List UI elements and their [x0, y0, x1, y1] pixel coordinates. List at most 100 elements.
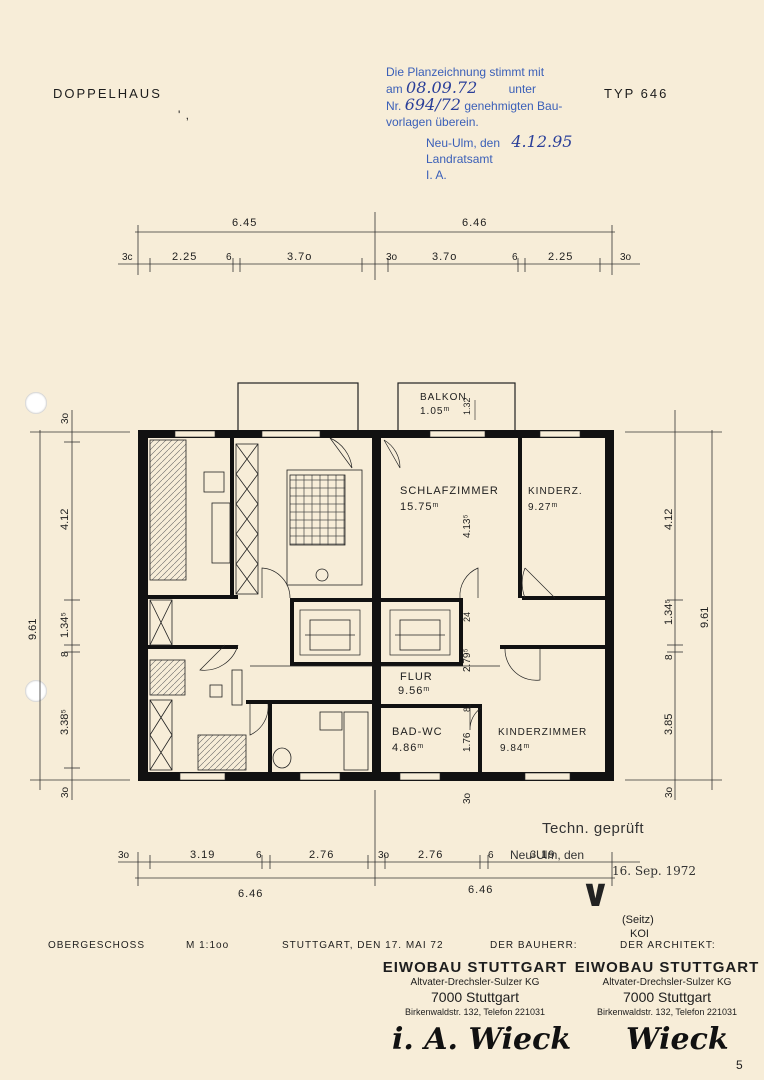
approval-place-prefix: Neu-Ulm, den [426, 136, 501, 150]
left-dimension-lines [30, 410, 130, 800]
tech-check-name: (Seitz) [622, 914, 654, 926]
project-title: DOPPELHAUS [53, 86, 162, 101]
dim-bot-total-left: 6.46 [238, 888, 263, 900]
punch-hole-top [25, 392, 47, 414]
room-name-balkon: BALKON [420, 392, 467, 403]
dim-top-seg-5: 3.7o [432, 251, 457, 263]
approval-line4: vorlagen überein. [386, 115, 479, 129]
firm-sub: Altvater-Drechsler-Sulzer KG [602, 977, 732, 988]
dim-top-seg-3: 3.7o [287, 251, 312, 263]
dim-left-4-12: 4.12 [59, 509, 71, 530]
dim-bot-seg-1: 3.19 [190, 849, 215, 861]
staircase [250, 609, 500, 667]
approval-line2: am 08.09.72 unter [386, 80, 572, 97]
approval-date: 08.09.72 [406, 78, 478, 97]
dim-bot-seg-0: 3o [118, 850, 130, 861]
room-name-kinderzimmer: KINDERZIMMER [498, 727, 587, 738]
room-name-bad-wc: BAD-WC [392, 726, 443, 738]
approval-authority: Landratsamt [426, 152, 493, 166]
approval-line3: Nr. 694/72 genehmigten Bau- [386, 97, 572, 114]
dim-right-9-61: 9.61 [699, 607, 711, 628]
approval-place-date: 4.12.95 [511, 132, 573, 151]
dim-top-seg-7: 2.25 [548, 251, 573, 263]
dim-top-seg-4: 3o [386, 252, 398, 263]
dim-left-3-385: 3.38⁵ [59, 709, 71, 735]
tech-check-place: Neu-Ulm, den [510, 848, 585, 862]
room-area-kinderz: 9.27m [528, 502, 558, 514]
room-area-balkon: 1.05m [420, 406, 450, 418]
owner-label: DER BAUHERR: [490, 940, 578, 951]
house-type: TYP 646 [604, 86, 669, 101]
balconies [237, 382, 516, 434]
page-number: 5 [736, 1058, 743, 1072]
firm-name: EIWOBAU STUTTGART [382, 959, 568, 976]
dim-top-seg-6: 6 [512, 252, 518, 263]
floor-label: OBERGESCHOSS [48, 940, 146, 951]
right-dimension-lines [625, 410, 722, 800]
approval-stamp: Die Planzeichnung stimmt mit am 08.09.72… [386, 64, 572, 183]
dim-inner-bad: 1.76 [462, 732, 473, 752]
dim-bot-seg-3: 2.76 [309, 849, 334, 861]
furniture [149, 469, 441, 771]
top-dimension-lines [118, 212, 640, 280]
architect-signature: Wieck [626, 1022, 729, 1057]
dim-top-total-left: 6.45 [232, 217, 257, 229]
tech-check-signature-mark: ∨ [580, 870, 611, 915]
dim-bot-seg-5: 2.76 [418, 849, 443, 861]
dim-bot-seg-6: 6 [488, 850, 494, 861]
doors [199, 437, 556, 736]
dim-inner-balkon: 1.32 [462, 397, 472, 415]
windows [174, 430, 581, 781]
dim-right-4-12: 4.12 [663, 509, 675, 530]
firm-address: Birkenwaldstr. 132, Telefon 221031 [405, 1007, 545, 1017]
approval-number: 694/72 [404, 95, 461, 114]
approval-am: am [386, 82, 403, 96]
punch-hole-bottom [25, 680, 47, 702]
place-date-label: STUTTGART, DEN 17. MAI 72 [282, 940, 444, 951]
room-name-kinderz: KINDERZ. [528, 486, 583, 497]
dim-bot-seg-2: 6 [256, 850, 262, 861]
dim-inner-flur: 2.79⁵ [462, 648, 473, 672]
tech-check-date: 16. Sep. 1972 [612, 864, 697, 878]
dim-inner-8: 8 [462, 707, 472, 712]
approval-ia: I. A. [426, 168, 447, 182]
exterior-walls [138, 430, 614, 781]
approval-unter: unter [508, 82, 536, 96]
firm-address: Birkenwaldstr. 132, Telefon 221031 [597, 1007, 737, 1017]
dim-left-8: 8 [60, 651, 71, 657]
room-area-flur: 9.56m [398, 685, 430, 697]
dim-left-1-345: 1.34⁵ [59, 612, 71, 638]
room-labels: BALKON 1.05m SCHLAFZIMMER 15.75m KINDERZ… [392, 392, 587, 754]
wardrobes [149, 439, 259, 771]
dim-right-3-85: 3.85 [663, 714, 675, 735]
dim-inner-24: 24 [462, 612, 472, 622]
dim-right-3o: 3o [664, 786, 675, 798]
firm-name: EIWOBAU STUTTGART [574, 959, 760, 976]
dim-inner-3o: 3o [462, 792, 473, 804]
firm-sub: Altvater-Drechsler-Sulzer KG [410, 977, 540, 988]
architect-label: DER ARCHITEKT: [620, 940, 716, 951]
room-name-schlafzimmer: SCHLAFZIMMER [400, 485, 499, 497]
dim-left-3o-bottom: 3o [60, 786, 71, 798]
firm-stamp-architect: EIWOBAU STUTTGART Altvater-Drechsler-Sul… [572, 960, 762, 1020]
owner-signature: i. A. Wieck [392, 1022, 572, 1057]
dimension-labels: 6.45 6.46 3c 2.25 6 3.7o 3o 3.7o 6 2.25 … [27, 217, 711, 900]
approval-genehmigt: genehmigten Bau- [464, 99, 563, 113]
dim-left-3o-top: 3o [60, 412, 71, 424]
dim-bot-total-right: 6.46 [468, 884, 493, 896]
room-area-schlafzimmer: 15.75m [400, 501, 439, 513]
dim-top-seg-0: 3c [122, 252, 133, 263]
approval-line1: Die Planzeichnung stimmt mit [386, 65, 545, 79]
dim-top-total-right: 6.46 [462, 217, 487, 229]
room-area-bad-wc: 4.86m [392, 742, 424, 754]
dim-inner-schlaf: 4.13⁵ [462, 514, 473, 538]
firm-city: 7000 Stuttgart [431, 989, 519, 1005]
bottom-dimension-lines [118, 790, 640, 886]
dim-left-9-61: 9.61 [27, 619, 39, 640]
tech-check-code: KOI [630, 928, 649, 940]
room-name-flur: FLUR [400, 671, 433, 683]
pencil-mark: ' , [178, 108, 190, 122]
dim-bot-seg-7: 3.19 [530, 849, 555, 861]
dim-right-8: 8 [664, 654, 675, 660]
